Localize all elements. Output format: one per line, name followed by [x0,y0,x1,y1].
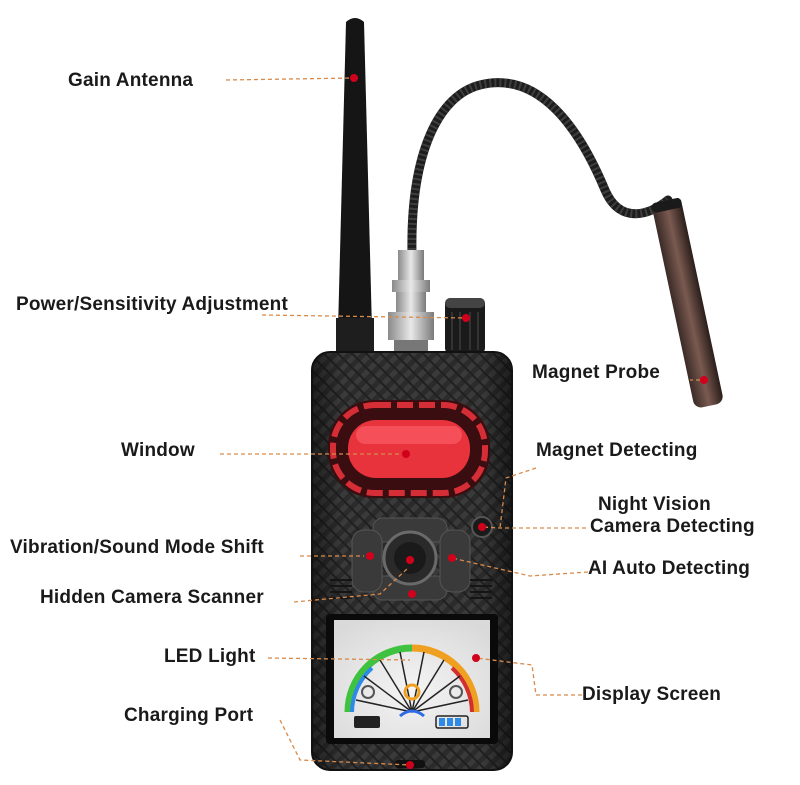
marker-gain-antenna [350,74,358,82]
probe-connector [388,250,434,354]
marker-vibration [366,552,374,560]
label-display-screen: Display Screen [582,684,722,705]
label-night-vision-line1: Night Vision [598,494,711,515]
label-magnet-detecting: Magnet Detecting [536,440,698,461]
label-window: Window [121,440,195,461]
leader-lines [220,77,700,766]
marker-magnet-probe [700,376,708,384]
marker-night-vision [478,523,486,531]
gain-antenna [336,18,374,358]
control-pad [351,517,471,601]
label-magnet-probe: Magnet Probe [532,362,661,383]
marker-window [402,450,410,458]
marker-charging-port [406,761,414,769]
label-gain-antenna: Gain Antenna [68,70,194,91]
speaker-grille [330,579,492,599]
label-night-vision: Night Vision Camera Detecting [590,494,755,538]
power-knob [445,298,485,354]
detection-window [328,400,490,498]
magnet-probe [651,198,723,408]
marker-ai-auto [448,554,456,562]
label-vibration-sound: Vibration/Sound Mode Shift [10,537,264,558]
label-hidden-camera: Hidden Camera Scanner [40,587,264,608]
marker-dots [350,74,708,769]
marker-power-knob [462,314,470,322]
magnet-probe-cable [407,78,673,260]
marker-hidden-camera [406,556,414,564]
label-ai-auto: AI Auto Detecting [588,558,751,579]
label-night-vision-line2: Camera Detecting [590,516,755,537]
label-led-light: LED Light [164,646,256,667]
display-screen [326,614,498,744]
marker-display [472,654,480,662]
marker-led-light [408,590,416,598]
label-power-sensitivity: Power/Sensitivity Adjustment [16,294,289,315]
label-charging-port: Charging Port [124,705,254,726]
